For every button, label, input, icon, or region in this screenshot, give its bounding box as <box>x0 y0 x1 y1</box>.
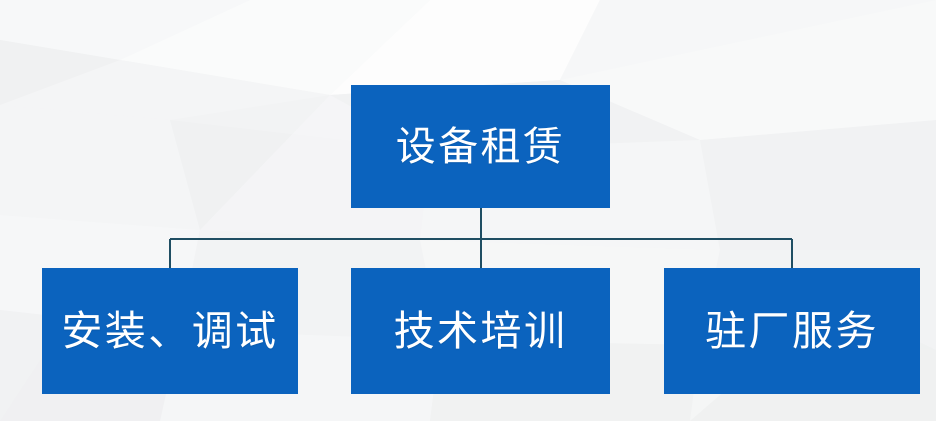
node-technical-training[interactable]: 技术培训 <box>351 268 610 394</box>
node-installation-debugging[interactable]: 安装、调试 <box>42 268 298 394</box>
node-label-installation-debugging: 安装、调试 <box>61 307 279 354</box>
node-equipment-rental[interactable]: 设备租赁 <box>351 85 610 208</box>
node-on-site-factory-service[interactable]: 驻厂服务 <box>664 268 920 394</box>
node-label-equipment-rental: 设备租赁 <box>395 123 566 169</box>
node-label-technical-training: 技术培训 <box>393 307 568 354</box>
node-label-on-site-factory-service: 驻厂服务 <box>705 307 879 354</box>
